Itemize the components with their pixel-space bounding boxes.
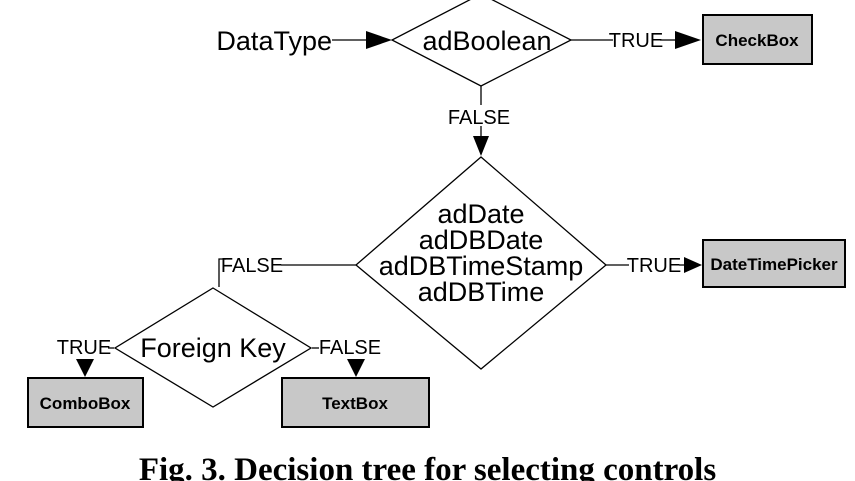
arrowhead-icon [684,257,702,273]
box-label-datetimepicker: DateTimePicker [710,255,838,274]
edge-label-true: TRUE [627,255,681,277]
diamond-label-addbtime: adDBTime [418,277,545,307]
input-label-datatype: DataType [216,26,332,56]
terminal-box-textbox [281,377,430,428]
edge-label-true: TRUE [609,30,663,52]
diamond-label-addate: adDate [437,199,524,229]
edge-label-false: FALSE [448,107,510,129]
terminal-box-checkbox [702,14,813,65]
decision-diamond-foreign-key [113,287,313,408]
arrowhead-icon [76,359,94,377]
edge-label-false: FALSE [221,255,283,277]
arrowhead-icon [675,31,701,49]
decision-diamond-datetime [354,156,608,370]
figure-caption: Fig. 3. Decision tree for selecting cont… [138,452,717,481]
arrowhead-icon [473,136,489,156]
terminal-box-combobox [27,377,144,428]
terminal-box-datetimepicker [702,239,846,288]
edge-label-false: FALSE [319,337,381,359]
edge-false-to-foreign-key [218,258,226,287]
diamond-label-addbdate: adDBDate [419,225,544,255]
diamond-label-adboolean: adBoolean [422,26,551,56]
diamond-label-addbtimestamp: adDBTimeStamp [379,251,584,281]
box-label-combobox: ComboBox [40,394,131,413]
edge-label-true: TRUE [57,337,111,359]
arrowhead-icon [366,31,392,49]
diamond-label-foreign-key: Foreign Key [140,333,286,363]
box-label-textbox: TextBox [322,394,388,413]
arrowhead-icon [347,359,365,377]
box-label-checkbox: CheckBox [715,31,799,50]
